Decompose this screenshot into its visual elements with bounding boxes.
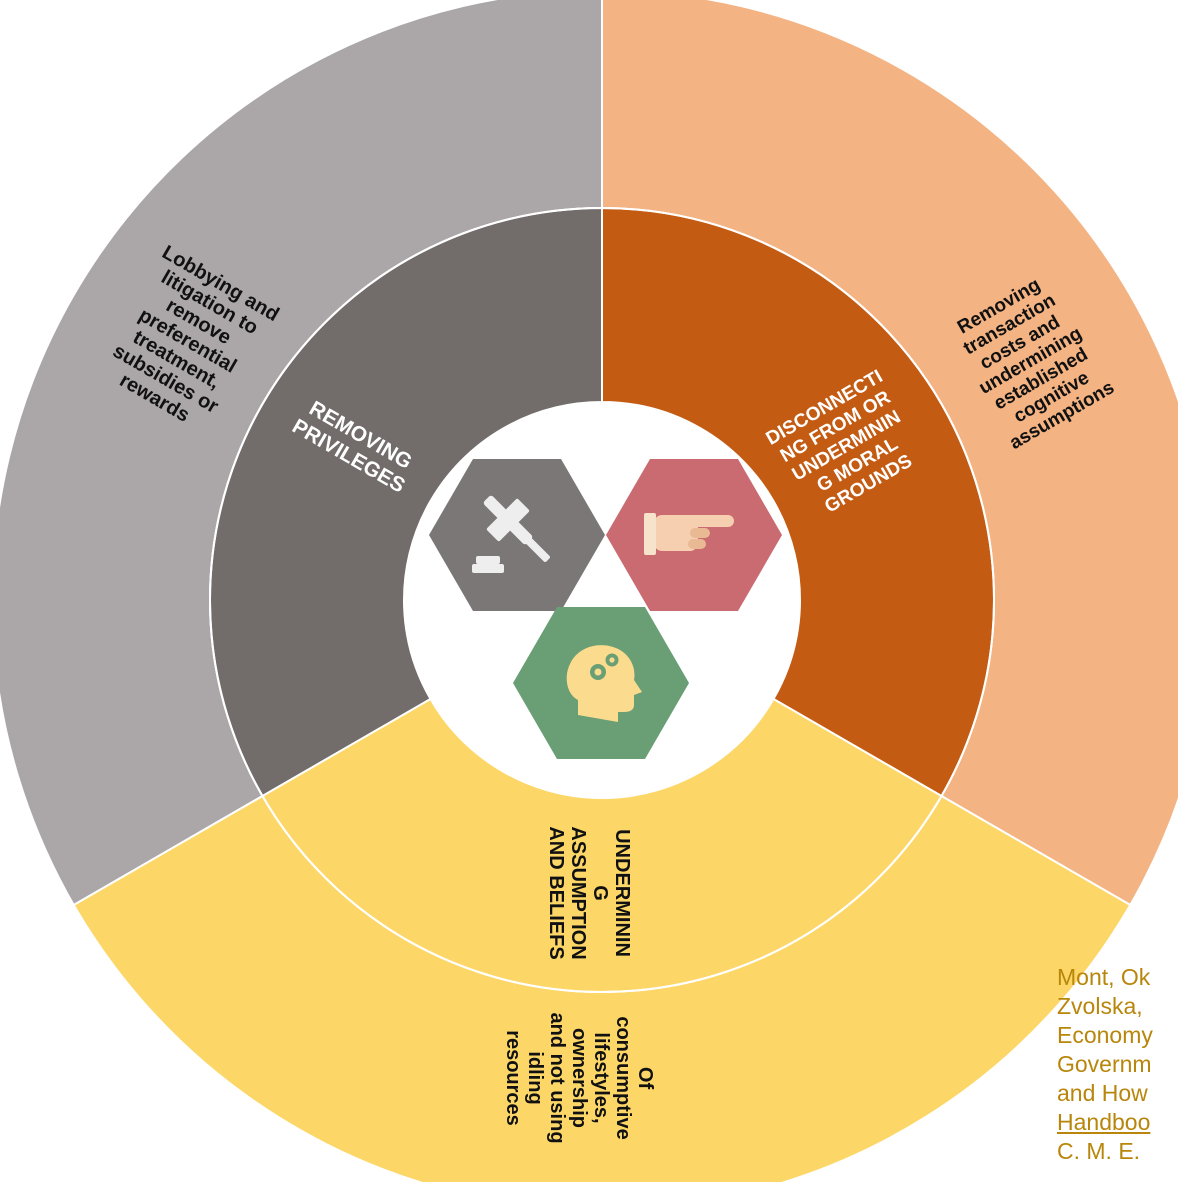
beliefs-outer-label-line: and not using <box>546 1012 568 1143</box>
pointing-hand-icon <box>644 513 734 555</box>
hand-hexagon <box>606 459 782 611</box>
beliefs-inner-label-line: UNDERMININ <box>611 829 633 957</box>
inner-ring-border <box>209 207 995 993</box>
beliefs-outer-label-line: Of <box>634 1067 656 1090</box>
beliefs-outer-label-line: idling <box>524 1051 546 1104</box>
gavel-hexagon <box>429 459 605 611</box>
beliefs-outer-label-line: ownership <box>568 1028 590 1128</box>
gavel-icon <box>472 495 550 573</box>
citation-line: and How <box>1057 1080 1148 1106</box>
beliefs-outer-label-line: resources <box>502 1030 524 1126</box>
head-hexagon <box>513 607 689 759</box>
citation-line: Mont, Ok <box>1057 964 1151 990</box>
beliefs-inner-label-line: ASSUMPTION <box>567 826 589 959</box>
citation-line: Governm <box>1057 1051 1152 1077</box>
head-gears-icon <box>566 645 642 722</box>
beliefs-inner-label-line: G <box>589 885 611 901</box>
beliefs-outer-label-line: lifestyles, <box>590 1032 612 1123</box>
citation-line: Economy <box>1057 1022 1153 1048</box>
citation-text: Mont, Ok Zvolska, Economy Governm and Ho… <box>1057 963 1178 1182</box>
beliefs-inner-label-line: AND BELIEFS <box>545 826 567 959</box>
citation-line: C. M. E. <box>1057 1138 1141 1164</box>
citation-line: Zvolska, <box>1057 993 1143 1019</box>
beliefs-outer-label-line: consumptive <box>612 1016 634 1139</box>
handbook-link[interactable]: Handboo <box>1057 1109 1151 1135</box>
